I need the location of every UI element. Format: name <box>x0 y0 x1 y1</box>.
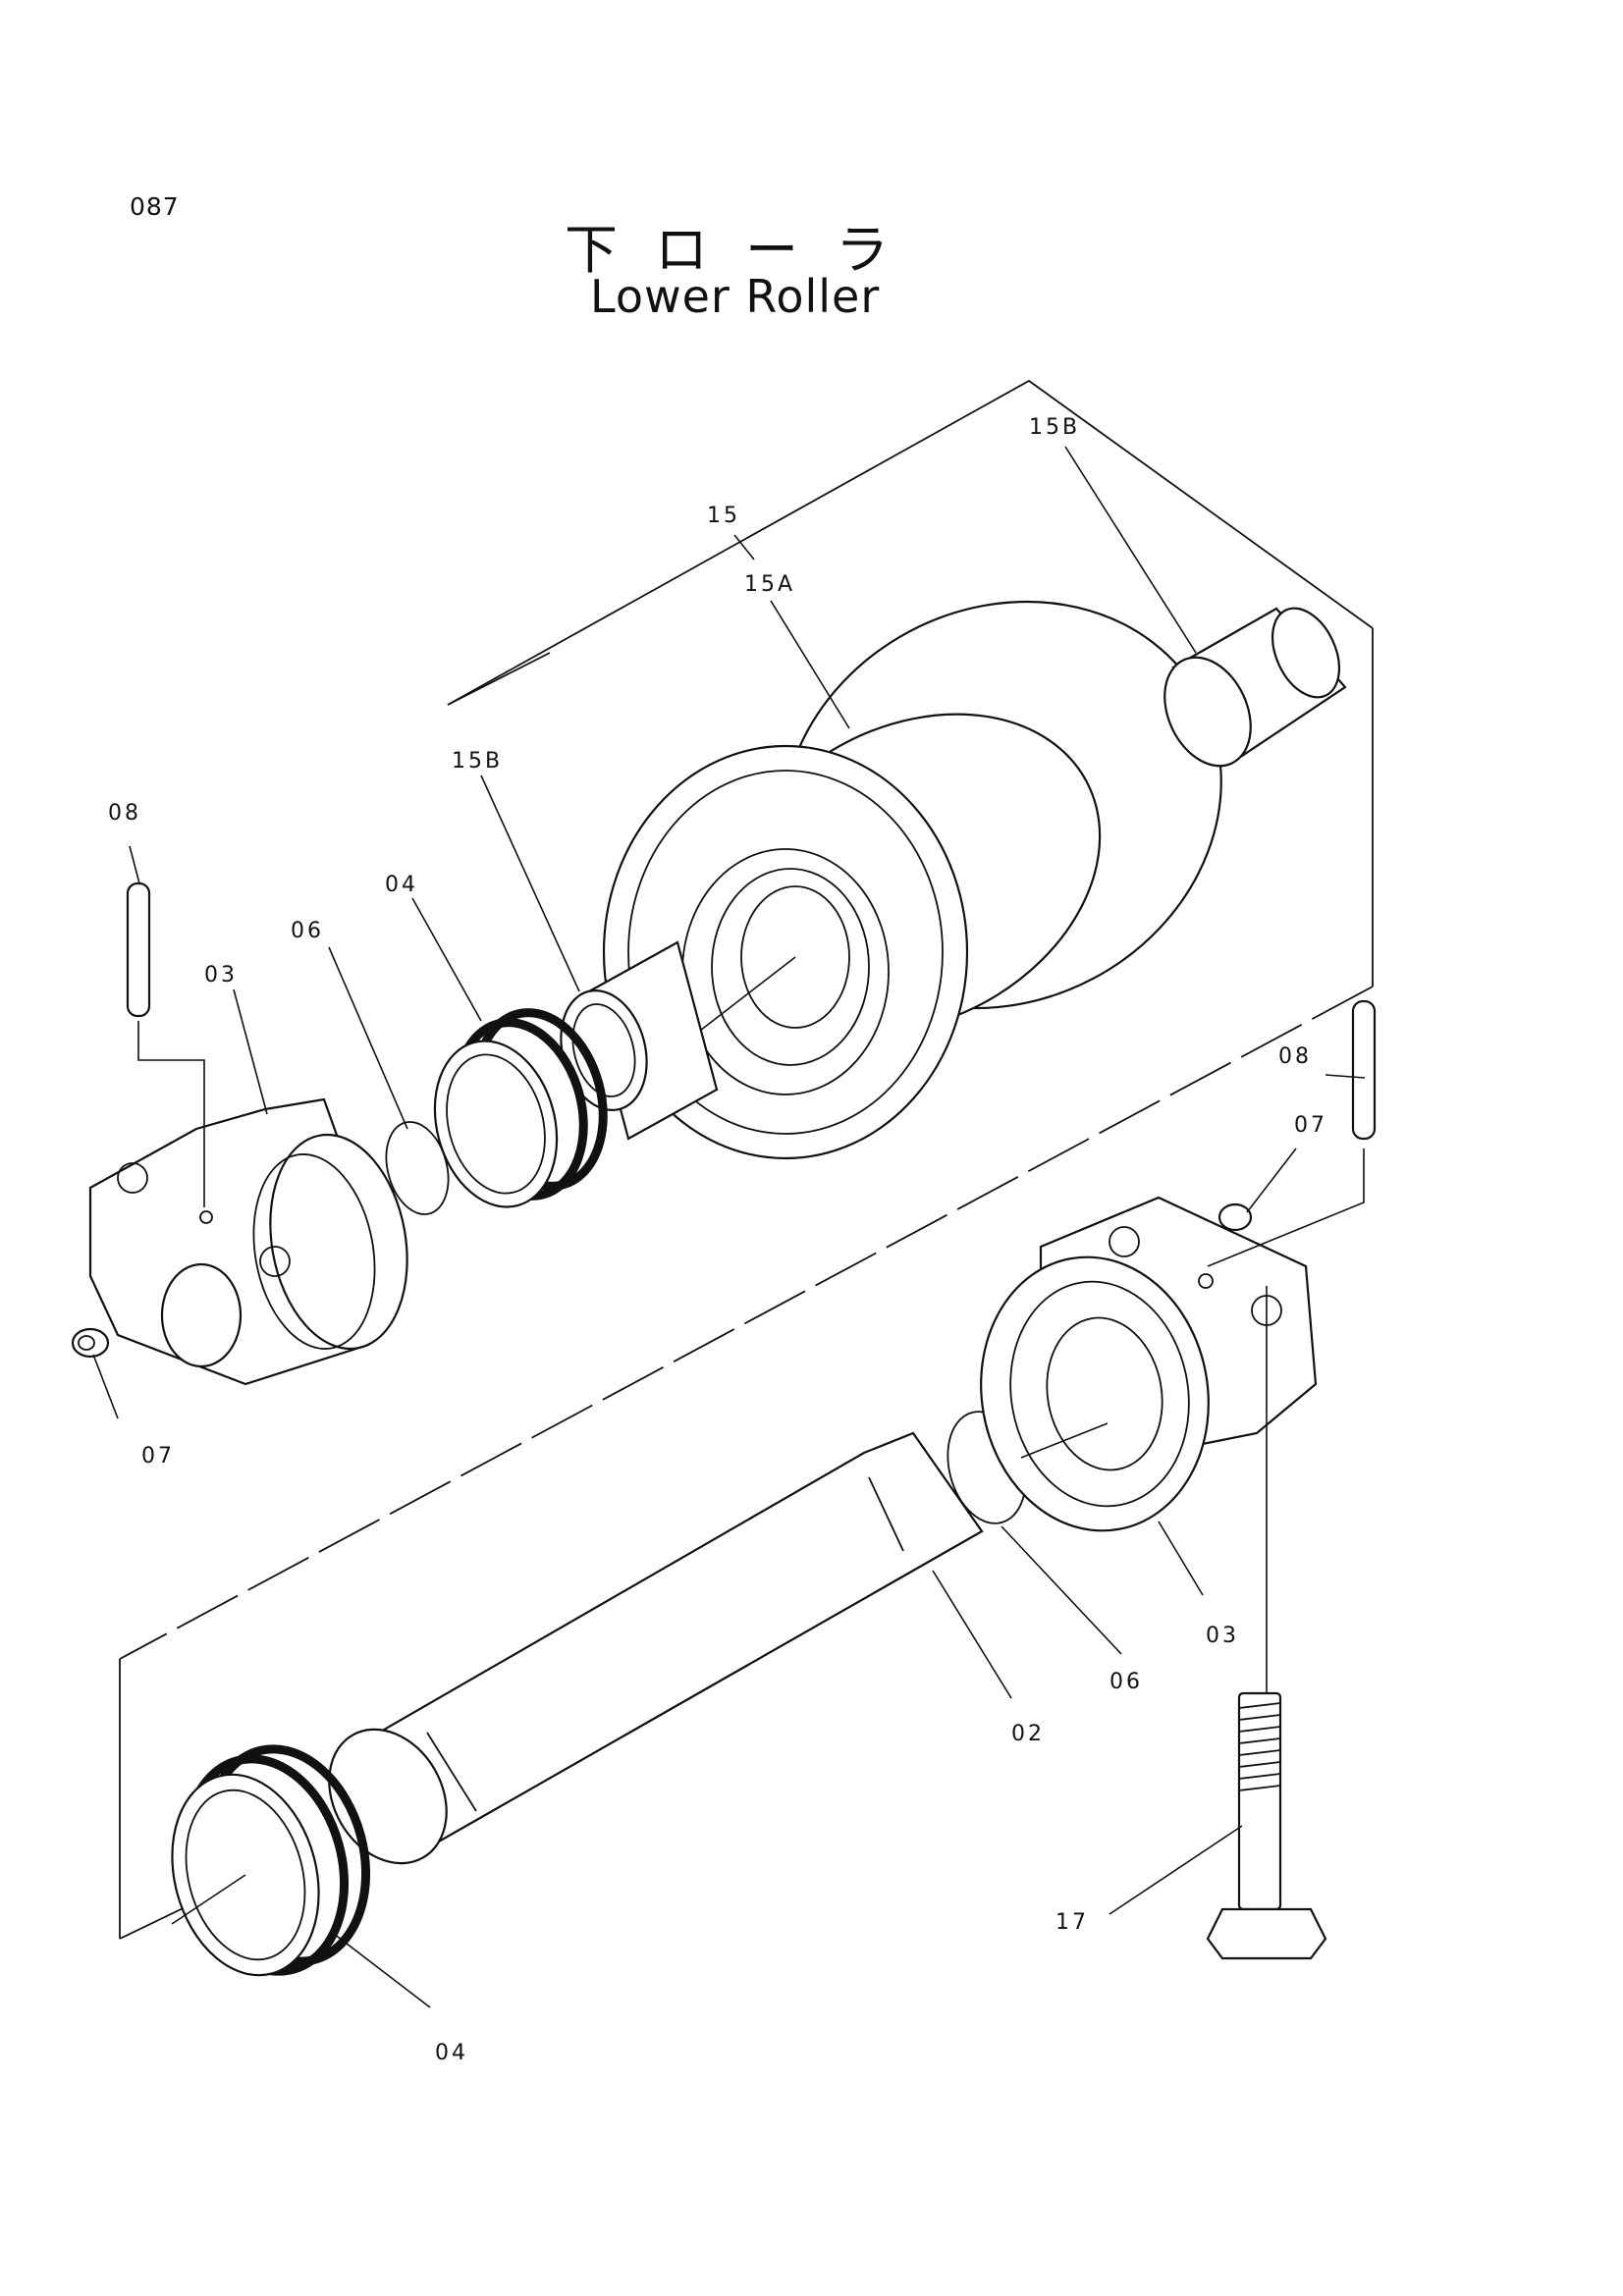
title-japanese: 下ローラ <box>565 219 926 281</box>
bushing-15b-right <box>1163 607 1347 768</box>
collar-03-right <box>980 1196 1318 1532</box>
callout-labels: 15 15A 15B 15B 08 08 03 03 06 06 04 04 0… <box>108 415 1327 2065</box>
floating-seal-04-top <box>433 1008 608 1208</box>
callout-08-right: 08 <box>1278 1044 1312 1069</box>
leader-lines <box>92 446 1366 2008</box>
floating-seal-04-bottom <box>171 1744 371 1977</box>
callout-03-left: 03 <box>204 963 238 988</box>
bolt-17 <box>1206 1286 1327 1960</box>
page-number: 087 <box>130 192 180 221</box>
bushing-15b-left <box>560 940 719 1141</box>
assembly-bracket-15 <box>447 379 1374 706</box>
callout-15b-top: 15B <box>1029 415 1080 440</box>
plug-07-right <box>1217 1202 1253 1232</box>
callout-04-top: 04 <box>385 873 418 897</box>
plug-07-left <box>71 1327 110 1359</box>
pin-08-left <box>126 881 205 1207</box>
callout-07-right: 07 <box>1294 1113 1327 1138</box>
callout-06-left: 06 <box>291 919 324 943</box>
title-english: Lower Roller <box>590 270 881 323</box>
callout-02: 02 <box>1011 1722 1045 1746</box>
shaft-02 <box>328 1422 1109 1865</box>
callout-15a: 15A <box>744 572 795 597</box>
callout-04-bottom: 04 <box>435 2041 468 2065</box>
callout-17: 17 <box>1055 1910 1089 1935</box>
pin-08-right <box>1207 999 1377 1267</box>
callout-15: 15 <box>707 504 740 528</box>
callout-07-left: 07 <box>141 1444 175 1468</box>
callout-06-right: 06 <box>1109 1670 1143 1694</box>
collar-03-left <box>88 1097 408 1386</box>
callout-08-left: 08 <box>108 801 141 826</box>
callout-15b-left: 15B <box>452 749 503 774</box>
callout-03-right: 03 <box>1206 1624 1239 1648</box>
assembly-outline <box>119 628 1374 1940</box>
